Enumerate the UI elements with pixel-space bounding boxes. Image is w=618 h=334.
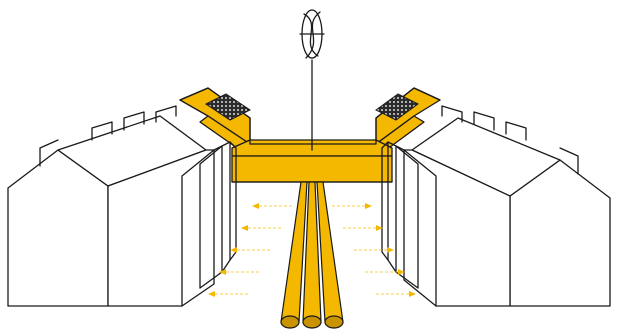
airflow-arrow-icon — [365, 269, 405, 275]
airflow-arrow-icon — [354, 247, 394, 253]
right-buildings — [381, 105, 611, 307]
airflow-arrow-icon — [241, 225, 281, 231]
left-riser — [179, 87, 251, 145]
airflow-arrow-icon — [343, 225, 383, 231]
solar-panel-icon — [205, 93, 251, 121]
pipes-group — [280, 181, 344, 329]
pipe — [280, 181, 308, 323]
pipe — [316, 181, 344, 323]
right-riser — [375, 87, 441, 145]
solar-panel-icon — [375, 93, 419, 121]
right-side-wall — [403, 149, 511, 307]
airflow-arrow-icon — [230, 247, 270, 253]
pipe-end — [324, 315, 344, 329]
left-buildings — [7, 105, 237, 307]
airflow-arrow-icon — [252, 203, 292, 209]
wind-turbine-icon — [299, 9, 325, 151]
airflow-arrow-icon — [332, 203, 372, 209]
airflow-arrow-icon — [219, 269, 259, 275]
airflow-arrow-icon — [208, 291, 248, 297]
channel-front — [231, 155, 393, 183]
airflow-arrow-icon — [376, 291, 416, 297]
airflow-arrows — [208, 203, 416, 297]
left-side-wall — [107, 149, 215, 307]
pipe-end — [280, 315, 300, 329]
pipe-end — [302, 315, 322, 329]
yellow-air-channel — [179, 87, 441, 183]
